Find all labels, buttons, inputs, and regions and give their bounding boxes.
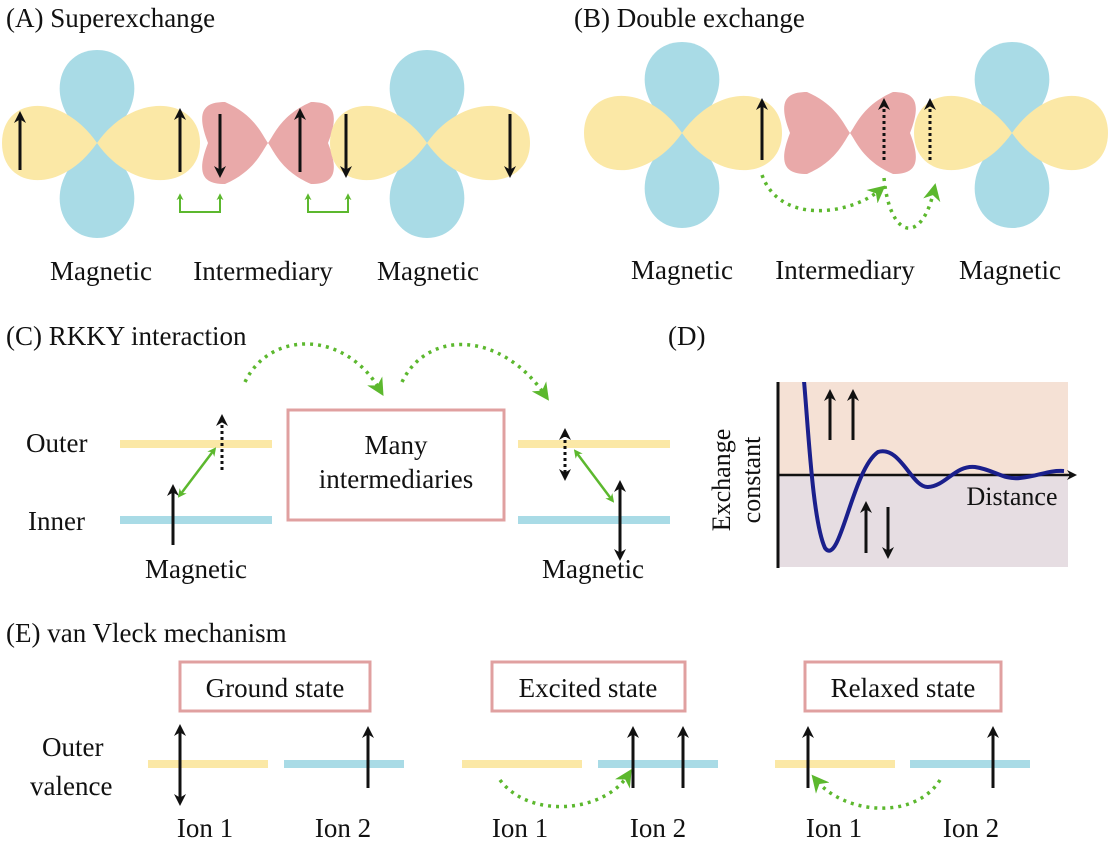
panel-c-rkky: (C) RKKY interaction Outer Inner Many in… (6, 321, 670, 584)
orbital-lobe-yellow-right (97, 105, 200, 181)
rkky-hop-arrow (243, 342, 384, 397)
panel-a-title: (A) Superexchange (6, 3, 215, 33)
panel-c-title: (C) RKKY interaction (6, 321, 247, 351)
ion-label: Ion 2 (630, 813, 686, 843)
panel-d-rkky-oscillation: (D) Distance Exchange constant (668, 321, 1077, 568)
panel-e-van-vleck: (E) van Vleck mechanism Ground state Exc… (6, 618, 1030, 843)
rkky-hop-arrow (400, 342, 549, 401)
panel-e-title: (E) van Vleck mechanism (6, 618, 287, 648)
panel-b-label-magnetic-right: Magnetic (959, 255, 1061, 285)
orbital-lobe-blue-top (59, 50, 135, 143)
x-axis-label: Distance (967, 482, 1058, 511)
magnetic-orbital-left (2, 50, 200, 238)
panel-a-superexchange: (A) Superexchange Magnetic Intermed (2, 3, 530, 286)
inner-level-label: Inner (28, 506, 85, 536)
orbital-lobe-blue-bottom (389, 143, 465, 238)
magnetic-orbital-right (330, 50, 530, 238)
excited-state-label: Excited state (519, 673, 658, 703)
orbital-lobe-yellow-left (2, 105, 97, 181)
electron-excitation-arrow (498, 769, 632, 809)
orbital-lobe-blue-top (974, 42, 1050, 133)
box-text-line2: intermediaries (319, 464, 473, 494)
panel-a-label-intermediary: Intermediary (193, 256, 333, 286)
panel-c-label-magnetic-left: Magnetic (145, 554, 247, 584)
panel-a-label-magnetic-right: Magnetic (377, 256, 479, 286)
relaxed-state-label: Relaxed state (831, 673, 976, 703)
intermediary-lobe-left (784, 92, 850, 174)
positive-exchange-region (778, 382, 1068, 475)
inner-outer-coupling-arrow (573, 449, 615, 503)
magnetic-orbital-right (914, 42, 1108, 228)
orbital-lobe-blue-bottom (644, 133, 720, 228)
ion-label: Ion 1 (177, 813, 233, 843)
orbital-lobe-yellow-right (1012, 95, 1108, 171)
ion-label: Ion 2 (315, 813, 371, 843)
electron-relaxation-arrow (811, 774, 942, 810)
electron-hop-arrow (882, 177, 941, 230)
orbital-lobe-blue-top (389, 50, 465, 143)
exchange-curve (802, 382, 1065, 553)
panel-d-title: (D) (668, 321, 705, 351)
panel-c-label-magnetic-right: Magnetic (542, 554, 644, 584)
ion-label: Ion 2 (943, 813, 999, 843)
panel-b-label-intermediary: Intermediary (775, 255, 915, 285)
outer-valence-label-line2: valence (30, 771, 112, 801)
box-text-line1: Many (365, 430, 428, 460)
orbital-lobe-yellow-left (330, 105, 427, 181)
panel-b-label-magnetic-left: Magnetic (631, 255, 733, 285)
orbital-lobe-blue-bottom (974, 133, 1050, 228)
intermediary-lobe-left (202, 102, 268, 184)
panel-a-label-magnetic-left: Magnetic (50, 256, 152, 286)
exchange-bracket-arrow (304, 193, 352, 213)
exchange-bracket-arrow (176, 193, 224, 213)
orbital-lobe-yellow-right (682, 95, 782, 171)
ion-label: Ion 1 (806, 813, 862, 843)
outer-valence-label-line1: Outer (42, 732, 103, 762)
orbital-lobe-yellow-left (584, 95, 682, 171)
y-axis-label-line1: Exchange (707, 429, 736, 532)
ground-state-box (178, 660, 372, 713)
excited-state-box (490, 660, 687, 713)
orbital-lobe-blue-bottom (59, 143, 135, 238)
orbital-lobe-blue-top (644, 42, 720, 133)
outer-level-label: Outer (26, 428, 87, 458)
orbital-lobe-yellow-left (914, 95, 1012, 171)
panel-b-title: (B) Double exchange (574, 3, 805, 33)
y-axis-label-line2: constant (737, 436, 766, 523)
electron-hop-arrow (760, 174, 886, 213)
magnetic-orbital-left (584, 42, 782, 228)
many-intermediaries-box (286, 408, 506, 522)
panel-b-double-exchange: (B) Double exchange Magnetic Intermediar… (574, 3, 1108, 285)
orbital-lobe-yellow-right (427, 105, 530, 181)
relaxed-state-box (803, 660, 1003, 713)
ground-state-label: Ground state (206, 673, 345, 703)
ion-label: Ion 1 (492, 813, 548, 843)
inner-outer-coupling-arrow (177, 447, 217, 498)
